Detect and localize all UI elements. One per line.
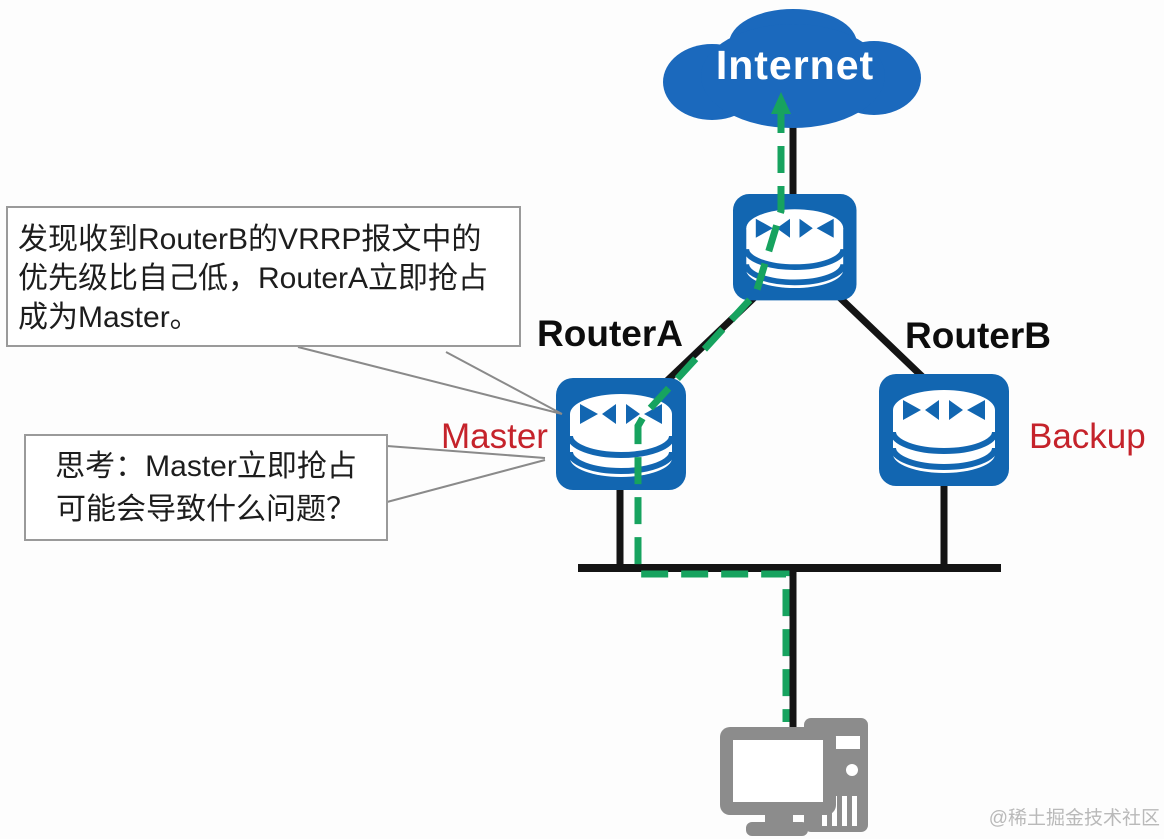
link-gateway-routerb <box>833 291 933 387</box>
callout-line: 思考：Master立即抢占 <box>55 450 357 483</box>
traffic-path-line <box>634 106 790 722</box>
callout-2-tail <box>386 445 546 503</box>
traffic-path-arrowhead-icon <box>771 92 791 114</box>
router-b-label: RouterB <box>905 315 1051 356</box>
router-a-role-badge: Master <box>441 417 548 456</box>
router-b-role-badge: Backup <box>1029 417 1146 456</box>
internet-label: Internet <box>715 42 875 88</box>
callout-think-question: 思考：Master立即抢占 可能会导致什么问题？ <box>24 434 388 541</box>
traffic-path <box>634 92 791 722</box>
callout-tails <box>297 346 563 503</box>
internet-cloud-icon <box>663 9 921 128</box>
router-b-icon <box>879 374 1009 486</box>
callout-line: 发现收到RouterB的VRRP报文中的 <box>18 223 482 256</box>
router-a-label: RouterA <box>537 313 683 354</box>
callout-vrrp-preempt: 发现收到RouterB的VRRP报文中的 优先级比自己低，RouterA立即抢占… <box>6 206 521 347</box>
callout-line: 成为Master。 <box>18 301 200 334</box>
gateway-router-icon <box>733 194 857 300</box>
callout-line: 优先级比自己低，RouterA立即抢占 <box>18 262 489 295</box>
callout-line: 可能会导致什么问题？ <box>56 493 356 526</box>
callout-1-tail <box>297 346 563 415</box>
watermark: @稀土掘金技术社区 <box>988 808 1160 829</box>
pc-icon <box>720 718 868 836</box>
